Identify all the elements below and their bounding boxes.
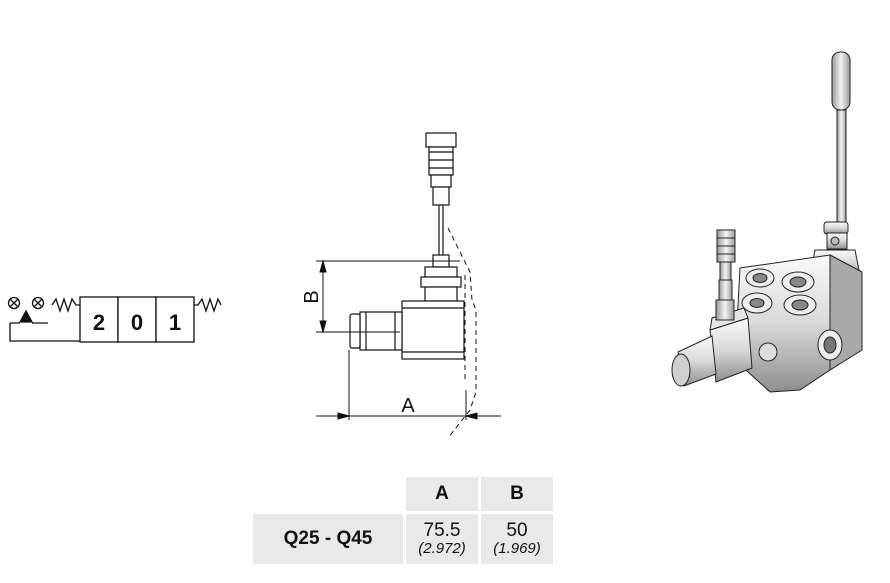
value-inch: (2.972) [418, 540, 466, 558]
column-header-b: B [481, 477, 553, 511]
value-mm: 75.5 [423, 520, 461, 542]
dimension-a [316, 350, 501, 420]
pressure-triangle-icon [18, 309, 34, 323]
value-cell-b: 50 (1.969) [481, 514, 553, 564]
dimension-table: A B Q25 - Q45 75.5 (2.972) 50 (1.969) [250, 474, 556, 567]
valve-3d-view [671, 51, 863, 393]
table-header-row: A B [253, 477, 553, 511]
model-cell: Q25 - Q45 [253, 514, 403, 564]
dimension-a-label: A [401, 395, 415, 417]
table-row: Q25 - Q45 75.5 (2.972) 50 (1.969) [253, 514, 553, 564]
value-inch: (1.969) [493, 540, 541, 558]
solenoid-side-view [349, 132, 465, 360]
column-header-a: A [406, 477, 478, 511]
dimension-b [316, 259, 460, 334]
lamp-icon [7, 296, 21, 310]
dimension-b-label: B [301, 290, 323, 303]
value-mm: 50 [506, 520, 528, 542]
lamp-icon [31, 296, 45, 310]
value-cell-a: 75.5 (2.972) [406, 514, 478, 564]
position-label-2: 2 [93, 310, 105, 335]
position-label-1: 1 [169, 310, 181, 335]
spool-schematic [7, 296, 222, 343]
position-label-0: 0 [131, 310, 143, 335]
valve-outline-dashed [447, 227, 477, 439]
